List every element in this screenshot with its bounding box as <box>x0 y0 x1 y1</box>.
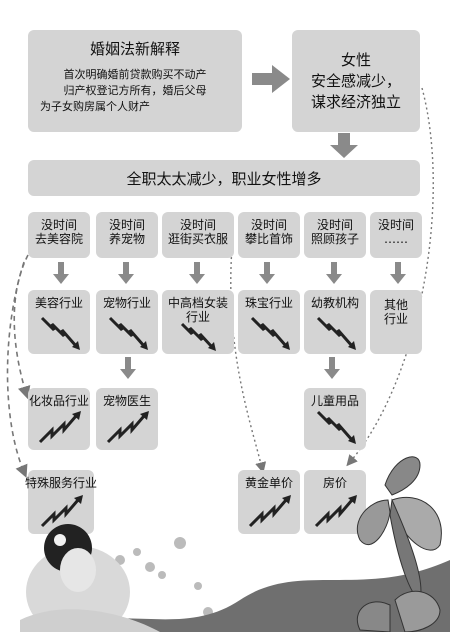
industry-label: 特殊服务行业 <box>25 476 98 490</box>
industry-label: 房价 <box>322 476 347 490</box>
law-box: 婚姻法新解释 首次明确婚前贷款购买不动产 归产权登记方所有，婚后父母 为子女购房… <box>28 30 242 132</box>
banner-text: 全职太太减少，职业女性增多 <box>126 169 322 188</box>
dotted-connector <box>346 87 434 467</box>
industry-label: 美容行业 <box>34 296 83 310</box>
women-line-3: 谋求经济独立 <box>310 92 401 111</box>
arrow-right-icon <box>252 65 290 93</box>
arrow-down-icon <box>189 262 205 284</box>
industry-box: 房价 <box>304 470 366 534</box>
industry-box: 儿童用品 <box>304 388 366 450</box>
arrow-down-icon <box>120 357 136 379</box>
cause-box: 没时间 去美容院 <box>28 212 90 258</box>
dotted-connector <box>230 246 267 474</box>
industry-box: 中高档女装行业 <box>162 290 234 354</box>
cause-line-2: 照顾孩子 <box>310 232 359 246</box>
industry-label: 其他行业 <box>383 298 408 326</box>
industry-box: 宠物行业 <box>96 290 158 354</box>
industry-label: 化妆品行业 <box>28 394 89 408</box>
industry-box: 特殊服务行业 <box>25 470 98 534</box>
arrow-down-icon <box>324 357 340 379</box>
cause-line-1: 没时间 <box>316 218 353 232</box>
industry-box: 美容行业 <box>28 290 90 354</box>
cause-box: 没时间 逛街买衣服 <box>162 212 234 258</box>
industry-label: 黄金单价 <box>244 476 293 490</box>
law-line-1: 首次明确婚前贷款购买不动产 <box>63 68 207 81</box>
banner-box: 全职太太减少，职业女性增多 <box>28 160 420 196</box>
women-line-1: 女性 <box>340 50 371 69</box>
law-line-2: 归产权登记方所有，婚后父母 <box>63 84 207 97</box>
arrow-down-icon <box>259 262 275 284</box>
cause-box: 没时间 …… <box>370 212 422 258</box>
arrow-down-icon <box>118 262 134 284</box>
cause-line-1: 没时间 <box>250 218 287 232</box>
industry-box: 宠物医生 <box>96 388 158 450</box>
law-title: 婚姻法新解释 <box>89 40 180 58</box>
cause-box: 没时间 照顾孩子 <box>304 212 366 258</box>
industry-box: 幼教机构 <box>304 290 366 354</box>
law-line-3: 为子女购房属个人财产 <box>40 100 150 113</box>
industry-label: 儿童用品 <box>310 394 359 408</box>
cause-box: 没时间 攀比首饰 <box>238 212 300 258</box>
dashed-connector <box>13 254 31 400</box>
cause-line-2: …… <box>384 232 408 246</box>
industry-box: 黄金单价 <box>238 470 300 534</box>
women-line-2: 安全感减少， <box>310 71 401 90</box>
industry-label: 珠宝行业 <box>244 296 293 310</box>
cause-line-2: 攀比首饰 <box>244 232 293 246</box>
arrow-down-icon <box>53 262 69 284</box>
industry-box: 化妆品行业 <box>28 388 90 450</box>
industry-label: 中高档女装行业 <box>167 296 228 324</box>
industry-label: 宠物医生 <box>102 394 151 408</box>
cause-line-1: 没时间 <box>179 218 216 232</box>
arrow-down-icon <box>330 133 358 158</box>
dashed-connector <box>6 261 28 478</box>
cause-line-1: 没时间 <box>108 218 145 232</box>
arrow-down-icon <box>390 262 406 284</box>
cause-line-2: 养宠物 <box>108 232 145 246</box>
industry-label: 宠物行业 <box>102 296 151 310</box>
industry-box: 其他行业 <box>370 290 422 354</box>
cause-line-1: 没时间 <box>40 218 77 232</box>
cause-box: 没时间 养宠物 <box>96 212 158 258</box>
cause-line-2: 逛街买衣服 <box>167 232 228 246</box>
industry-label: 幼教机构 <box>310 296 359 310</box>
industry-box: 珠宝行业 <box>238 290 300 354</box>
cause-line-1: 没时间 <box>377 218 414 232</box>
women-box: 女性 安全感减少， 谋求经济独立 <box>292 30 420 132</box>
cause-line-2: 去美容院 <box>34 232 83 246</box>
arrow-down-icon <box>326 262 342 284</box>
